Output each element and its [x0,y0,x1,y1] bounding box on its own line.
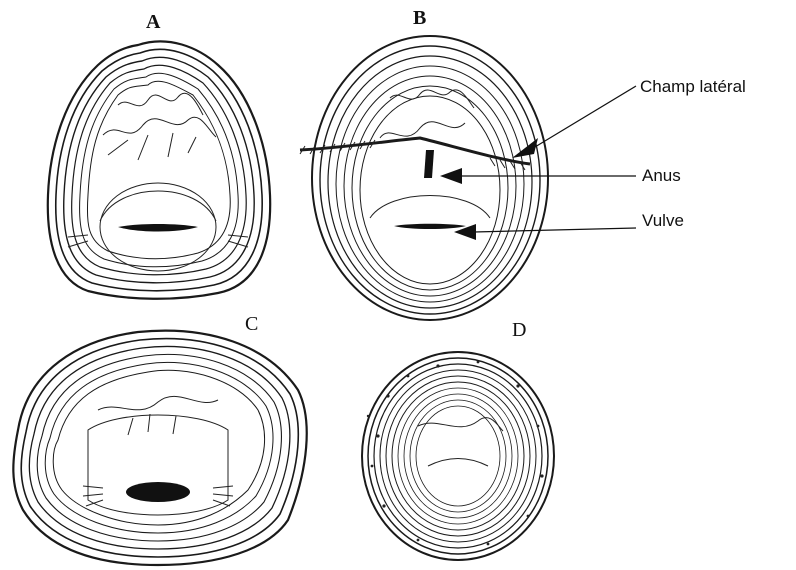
pattern-c-striae [13,331,306,565]
pattern-c-vulva [126,482,190,502]
pattern-b-lateral-field-line [300,138,530,164]
pattern-b-vulva [394,224,466,229]
panel-label-a: A [146,11,161,33]
pattern-d-striae [362,352,554,560]
pattern-c [13,331,306,565]
panel-label-b: B [413,7,426,29]
pattern-b-arch [370,196,490,219]
panel-label-d: D [512,319,526,341]
callout-vulva-line [474,228,636,232]
callout-lateral-field-label: Champ latéral [640,77,746,96]
callout-anus-arrowhead [440,168,462,184]
callout-lateral-field: Champ latéral [512,77,746,158]
pattern-b-anus [424,150,434,178]
callout-vulva-label: Vulve [642,211,684,230]
callout-lateral-field-line [530,86,636,150]
pattern-d [362,352,554,560]
callout-lateral-field-arrowhead [512,138,538,158]
callout-anus-label: Anus [642,166,681,185]
callout-anus: Anus [440,166,681,185]
pattern-a-striae [48,41,270,298]
pattern-a-vulva [118,224,198,232]
pattern-a [48,41,270,298]
pattern-b [300,36,548,320]
panel-label-c: C [245,313,258,335]
